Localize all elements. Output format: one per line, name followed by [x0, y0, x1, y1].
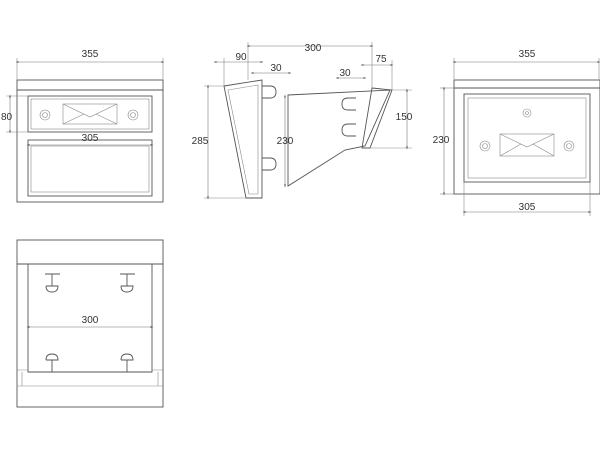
- top-lid: [453, 79, 600, 89]
- side-height-dimension: 285: [192, 136, 209, 147]
- lock-icon: [39, 109, 51, 121]
- side-front-plate: [361, 87, 393, 149]
- lock-icon: [563, 140, 575, 152]
- side-gap-left-dimension: 30: [270, 63, 282, 74]
- front-lower-panel: [27, 139, 153, 197]
- side-body: [287, 89, 391, 187]
- top-view: 355 230 305: [433, 49, 600, 216]
- mount-hook: [262, 157, 277, 171]
- front-view: 355 305 80: [1, 49, 165, 203]
- rail-hook: [45, 273, 60, 293]
- side-back-housing: [223, 79, 263, 199]
- side-view: 300 90 30 30 75 285 230 150: [192, 42, 413, 200]
- side-depth-dimension: 300: [305, 43, 322, 54]
- front-upper-panel: [27, 95, 153, 133]
- top-width-dimension: 355: [519, 49, 536, 60]
- side-overhang-dimension: 75: [375, 54, 387, 65]
- keyhole-icon: [522, 108, 532, 118]
- top-panel-inner: [467, 97, 587, 179]
- bottom-frame: [16, 263, 164, 408]
- mount-hook: [262, 85, 277, 99]
- envelope-icon: [62, 103, 118, 125]
- bottom-top-cap: [16, 239, 164, 265]
- front-inner-width-dimension: 305: [82, 133, 99, 144]
- lock-icon: [127, 109, 139, 121]
- rail-hook: [120, 273, 135, 293]
- bottom-channel: [27, 264, 153, 373]
- front-body: [16, 89, 164, 203]
- rail-hook: [45, 353, 60, 373]
- side-back-height-dimension: 230: [277, 136, 294, 147]
- top-panel: [463, 93, 591, 183]
- side-gap-right-dimension: 30: [339, 68, 351, 79]
- bottom-rail-span-dimension: 300: [82, 315, 99, 326]
- envelope-icon: [499, 133, 555, 157]
- side-front-height-dimension: 150: [396, 112, 413, 123]
- front-lower-panel-inner: [30, 145, 150, 193]
- mount-hook: [341, 123, 356, 137]
- front-width-dimension: 355: [82, 49, 99, 60]
- front-upper-panel-inner: [30, 98, 150, 130]
- lock-icon: [479, 140, 491, 152]
- rail-hook: [120, 353, 135, 373]
- top-depth-dimension: 230: [433, 135, 450, 146]
- side-offset-dimension: 90: [235, 52, 247, 63]
- mount-hook: [341, 97, 356, 111]
- top-inner-width-dimension: 305: [519, 202, 536, 213]
- front-panel-height-dimension: 80: [1, 112, 13, 123]
- top-body: [453, 87, 600, 195]
- bottom-view: 300: [16, 239, 164, 408]
- front-lid: [16, 79, 164, 91]
